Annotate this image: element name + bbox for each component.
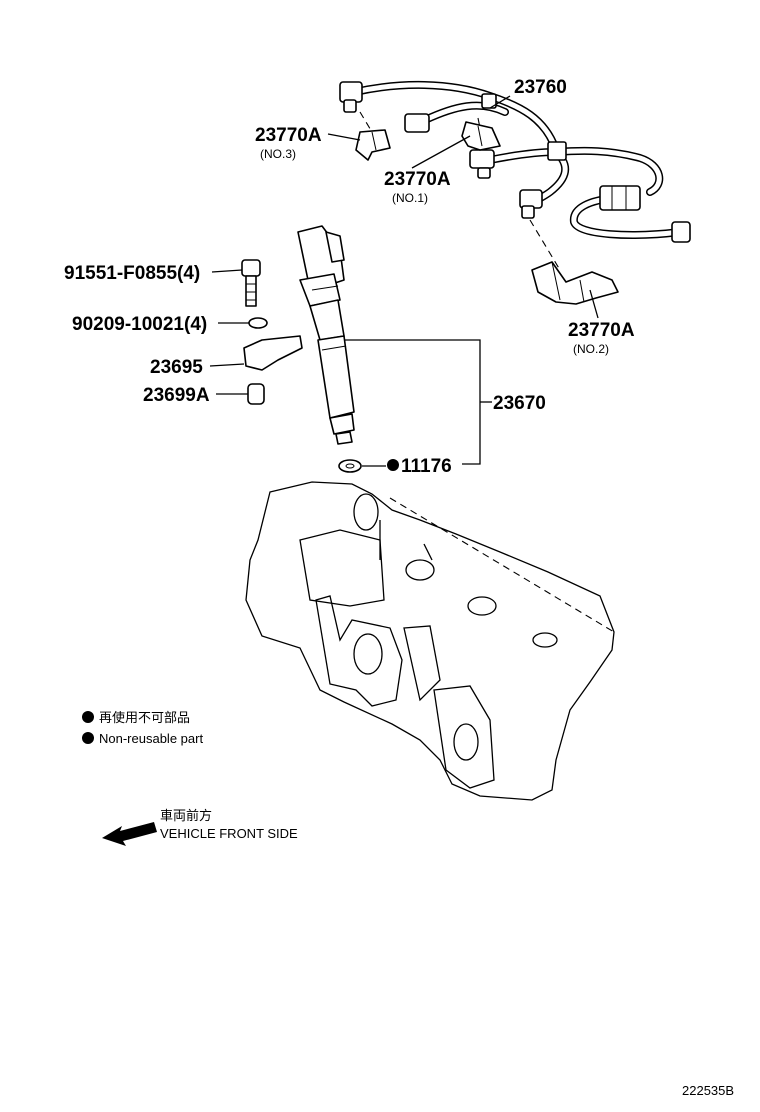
label-11176: 11176 [401, 456, 452, 477]
label-23770a-no2: 23770A [568, 320, 635, 341]
guide-line-no3 [359, 111, 373, 133]
legend-bullet-en [82, 732, 94, 744]
legend-non-reusable-en: Non-reusable part [99, 731, 203, 746]
label-23760: 23760 [514, 77, 567, 98]
label-23770a-no2-note: (NO.2) [573, 342, 609, 356]
label-23699a: 23699A [143, 385, 210, 406]
clamp-no2-shape [531, 261, 619, 305]
label-23670: 23670 [493, 393, 546, 414]
clamp-no1-shape [461, 121, 501, 151]
leader-23770a-no1 [411, 135, 471, 169]
collar-shape [247, 383, 265, 405]
leader-91551 [211, 269, 243, 273]
washer-shape [248, 317, 268, 329]
leader-23770a-no2 [589, 289, 599, 319]
figure-id: 222535B [682, 1083, 734, 1098]
gasket-shape [338, 459, 362, 473]
legend-bullet-jp [82, 711, 94, 723]
leader-23770a-no3 [327, 133, 361, 141]
leak-off-hose-assembly [339, 80, 691, 243]
label-91551: 91551-F0855(4) [64, 263, 200, 284]
label-23770a-no1-note: (NO.1) [392, 191, 428, 205]
bolt-shape [241, 259, 261, 307]
head-center-line [389, 497, 615, 633]
non-reusable-marker-11176 [387, 459, 399, 471]
label-23770a-no3-note: (NO.3) [260, 147, 296, 161]
clamp-no3-shape [355, 129, 391, 161]
front-label-en: VEHICLE FRONT SIDE [160, 826, 298, 841]
injector-clamp-shape [243, 335, 303, 371]
front-label-jp: 車両前方 [160, 808, 212, 823]
legend-non-reusable-jp: 再使用不可部品 [99, 710, 190, 725]
label-23695: 23695 [150, 357, 203, 378]
leader-23695 [209, 363, 245, 367]
label-23770a-no3: 23770A [255, 125, 322, 146]
label-90209: 90209-10021(4) [72, 314, 207, 335]
injector-shape [297, 225, 355, 445]
cylinder-head-outline [245, 481, 615, 801]
guide-line-no2 [529, 219, 561, 271]
label-23770a-no1: 23770A [384, 169, 451, 190]
leader-23670 [344, 339, 481, 465]
leader-23760 [489, 95, 511, 109]
front-arrow-icon [102, 822, 157, 846]
